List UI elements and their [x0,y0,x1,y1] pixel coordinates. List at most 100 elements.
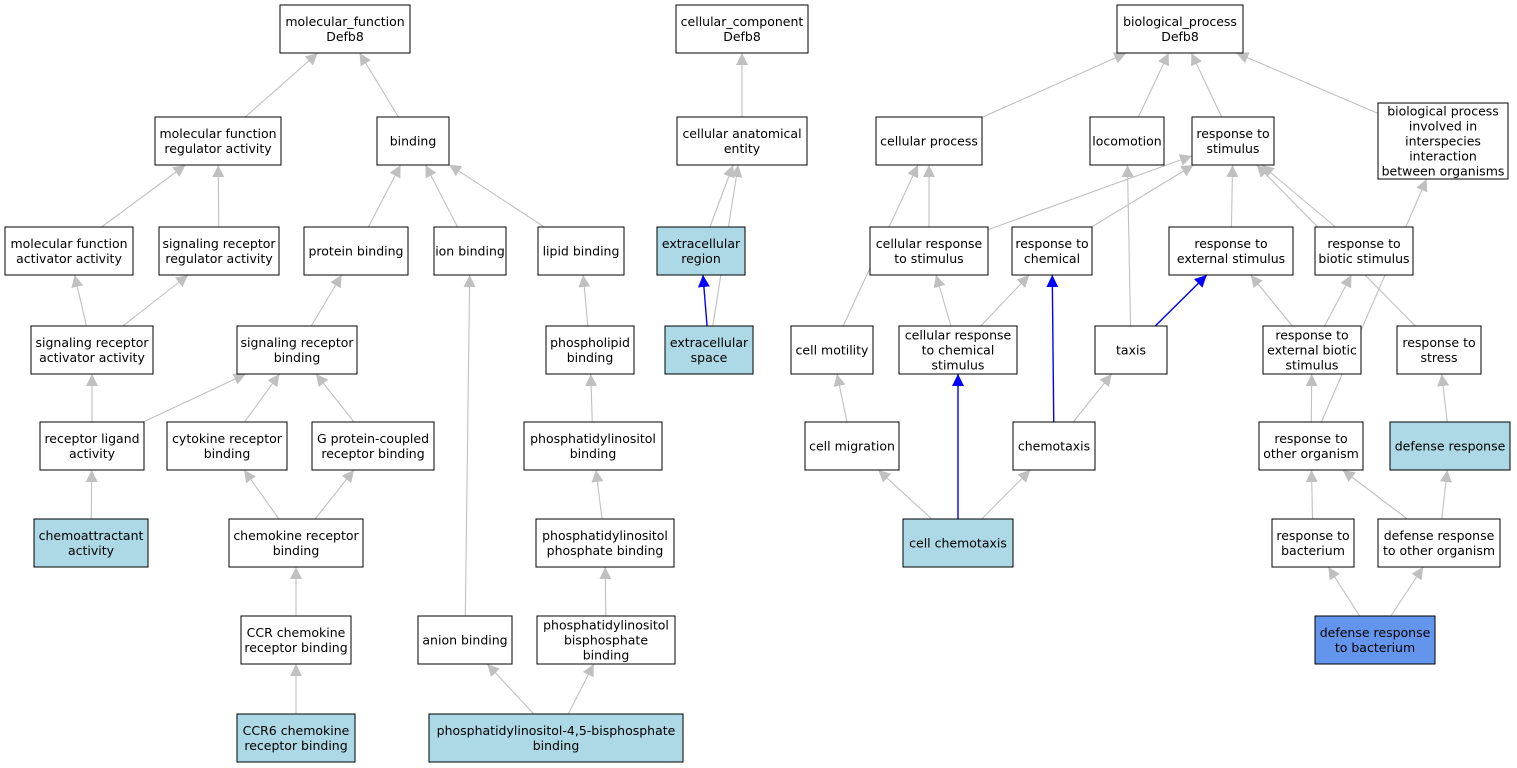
node-label: signaling receptor [162,236,276,251]
node-label: cell motility [796,343,870,358]
node-label: activity [69,446,116,461]
node-label: taxis [1116,343,1146,358]
edge-crb-to-srb [244,373,280,423]
node-label: molecular function [10,236,127,251]
edge-crchem-to-rchem [980,274,1030,327]
node-label: ion binding [435,244,505,259]
edge-mfaa-to-mfra [101,164,186,228]
node-label: stimulus [1207,141,1260,156]
node-label: anion binding [422,633,507,648]
node-label: molecular_function [285,14,404,29]
edge-pipb-to-pib [591,469,604,520]
node-ionbind[interactable]: ion binding [433,226,507,276]
node-label: activator activity [39,350,145,365]
edge-rextbio-to-rbio [1324,274,1352,327]
node-label: space [691,350,728,365]
edge-srb-to-protbind [310,274,343,327]
node-cmot[interactable]: cell motility [790,325,874,375]
node-label: G protein-coupled [317,431,429,446]
node-pi45[interactable]: phosphatidylinositol-4,5-bisphosphatebin… [428,713,684,763]
node-label: response to [1276,528,1349,543]
node-label: cellular process [880,134,978,149]
node-label: defense response [1384,528,1495,543]
node-box [166,421,288,471]
node-label: cellular response [876,236,983,251]
edge-rother-to-rextbio [1305,373,1318,423]
node-lipidbind[interactable]: lipid binding [537,226,625,276]
node-label: activator activity [16,251,122,266]
node-label: involved in [1409,119,1477,134]
node-box [536,615,676,665]
node-label: regulator activity [164,141,272,156]
node-label: activity [68,543,115,558]
node-box [154,116,282,166]
node-cmig[interactable]: cell migration [804,421,900,471]
node-box [376,116,450,166]
edge-rla-to-srb [143,373,246,423]
node-label: external stimulus [1177,251,1285,266]
node-taxis[interactable]: taxis [1094,325,1168,375]
node-label: extracellular [670,335,749,350]
node-chemotaxis[interactable]: chemotaxis [1012,421,1096,471]
node-label: response to [1402,335,1475,350]
edge-rstim-to-bp [1190,52,1223,118]
node-label: CCR6 chemokine [243,723,350,738]
edge-rbio-to-rstim [1261,164,1336,228]
node-defresp[interactable]: defense response [1389,421,1511,471]
node-box [433,226,507,276]
node-box [1089,116,1165,166]
node-anionb[interactable]: anion binding [417,615,513,665]
node-protbind[interactable]: protein binding [303,226,409,276]
node-label: extracellular [662,236,741,251]
node-label: response to [1015,236,1088,251]
node-loco[interactable]: locomotion [1089,116,1165,166]
node-box [1377,102,1509,180]
node-box [39,421,145,471]
node-cellchemo[interactable]: cell chemotaxis [902,518,1014,568]
node-label: binding [390,134,437,149]
node-label: other organism [1263,446,1359,461]
node-box [656,226,746,276]
node-label: biological_process [1123,14,1237,29]
node-label: interaction [1409,149,1477,164]
node-label: chemical [1024,251,1080,266]
node-cellproc[interactable]: cellular process [875,116,983,166]
node-binding[interactable]: binding [376,116,450,166]
